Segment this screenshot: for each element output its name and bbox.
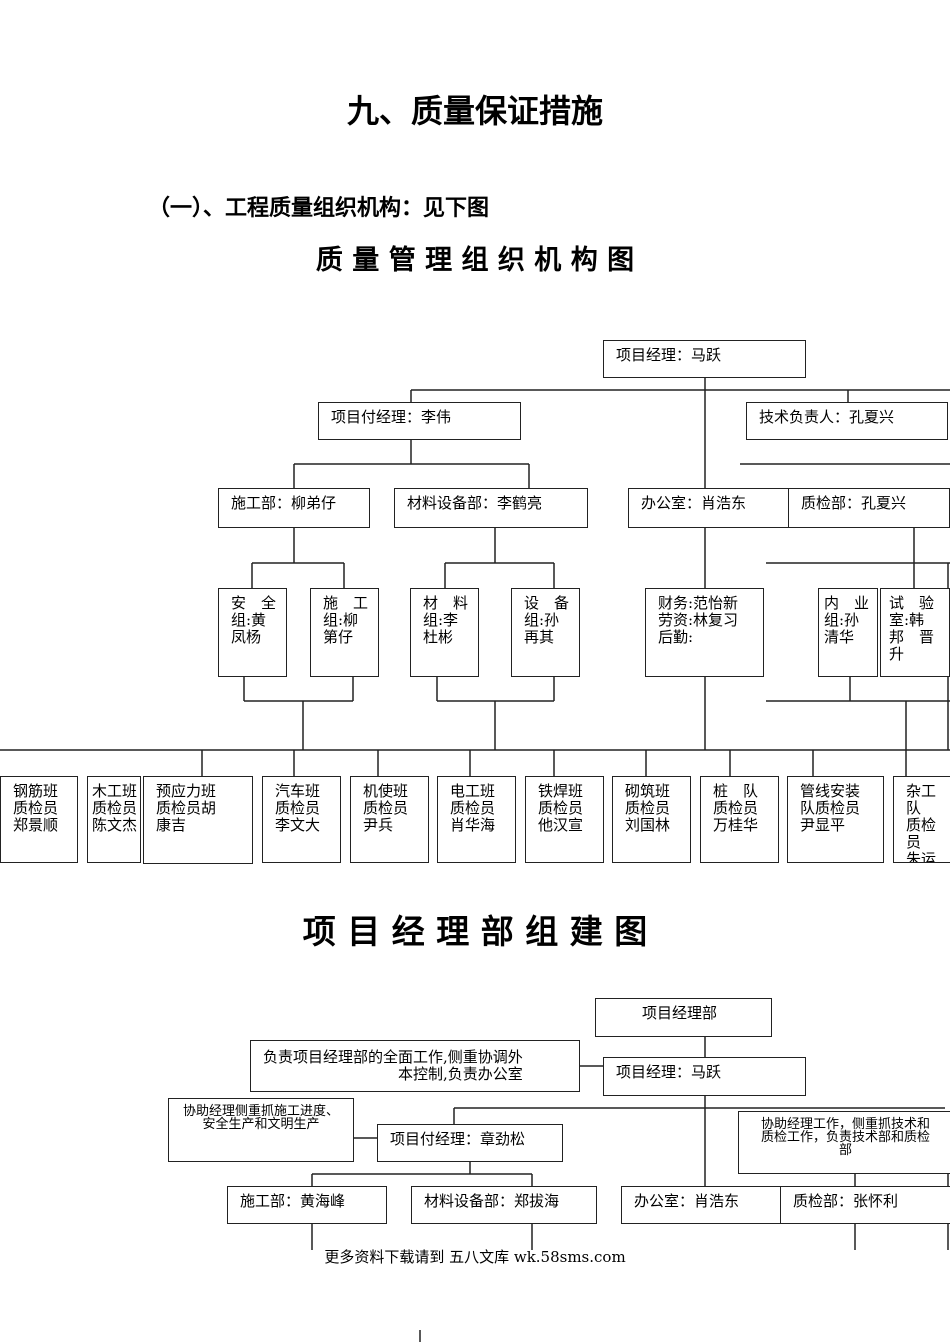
construction-dept-box: 施工部：柳弟仔: [218, 488, 370, 528]
project-manager-box: 项目经理：马跃: [603, 340, 806, 378]
team-box: 木工班 质检员 陈文杰: [87, 776, 141, 863]
deputy-manager-box: 项目付经理：李伟: [318, 402, 521, 440]
team-box: 杂工队 质检员 朱运生: [893, 776, 950, 863]
pm-dept-box: 项目经理部: [595, 998, 772, 1037]
team-box: 管线安装 队质检员 尹显平: [787, 776, 884, 863]
material-dept-box: 材料设备部：李鹤亮: [394, 488, 588, 528]
chart1-title: 质 量 管 理 组 织 机 构 图: [315, 245, 635, 276]
team-box: 电工班 质检员 肖华海: [437, 776, 516, 863]
team-box: 铁焊班 质检员 他汉宣: [525, 776, 604, 863]
material-group-box: 材 料 组:李 杜彬: [410, 588, 479, 677]
office-sub-box: 财务:范怡新 劳资:林复习 后勤:: [645, 588, 764, 677]
deputy-manager-box-2: 项目付经理：章劲松: [377, 1124, 563, 1162]
team-box: 汽车班 质检员 李文大: [262, 776, 341, 863]
qc-dept-box-2: 质检部：张怀利: [780, 1186, 950, 1224]
construction-dept-box-2: 施工部：黄海峰: [227, 1186, 387, 1224]
team-box: 机使班 质检员 尹兵: [350, 776, 429, 863]
page-title: 九、质量保证措施: [346, 92, 603, 130]
team-box: 砌筑班 质检员 刘国林: [612, 776, 691, 863]
pm-dept-desc-box: 负责项目经理部的全面工作,侧重协调外 本控制,负责办公室: [250, 1040, 580, 1092]
section-heading: （一）、工程质量组织机构：见下图: [148, 196, 490, 221]
internal-group-box: 内 业 组:孙 清华: [818, 588, 878, 677]
chart2-title: 项 目 经 理 部 组 建 图: [302, 912, 648, 951]
safety-group-box: 安 全 组:黄 凤杨: [218, 588, 287, 677]
office-box-2: 办公室：肖浩东: [621, 1186, 781, 1224]
material-dept-box-2: 材料设备部：郑拔海: [411, 1186, 597, 1224]
tech-duty-box: 协助经理工作，侧重抓技术和 质检工作，负责技术部和质检 部: [738, 1111, 950, 1174]
build-group-box: 施 工 组:柳 第仔: [310, 588, 379, 677]
office-box: 办公室：肖浩东: [628, 488, 790, 528]
tech-lead-box: 技术负责人：孔夏兴: [746, 402, 948, 440]
lab-box: 试 验 室:韩 邦 晋 升: [880, 588, 950, 677]
qc-dept-box: 质检部：孔夏兴: [788, 488, 950, 528]
deputy-duty-box: 协助经理侧重抓施工进度、 安全生产和文明生产: [168, 1098, 354, 1162]
team-box: 钢筋班 质检员 郑景顺: [0, 776, 78, 863]
equipment-group-box: 设 备 组:孙 再其: [511, 588, 580, 677]
team-box: 桩 队 质检员 万桂华: [700, 776, 779, 863]
team-box: 预应力班 质检员胡 康吉: [143, 776, 253, 864]
project-manager-box-2: 项目经理：马跃: [603, 1057, 806, 1096]
footer-link[interactable]: 更多资料下载请到 五八文库 wk.58sms.com: [324, 1248, 626, 1266]
